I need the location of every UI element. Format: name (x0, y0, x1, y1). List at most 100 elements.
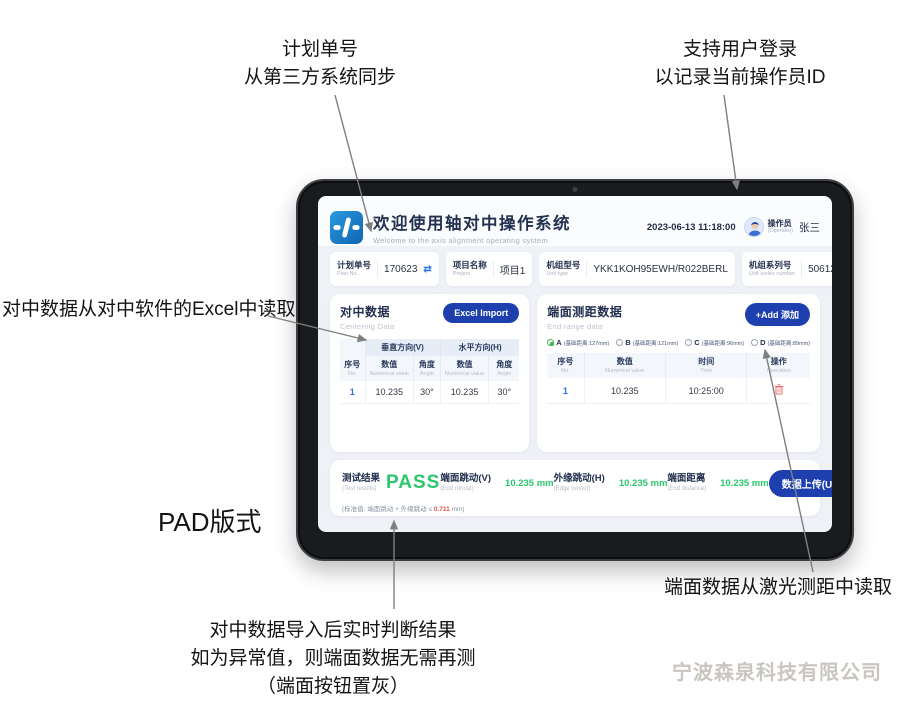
annotation-line: 从第三方系统同步 (243, 67, 396, 88)
project-value: 项目1 (499, 265, 526, 277)
field-label: 机组系列号 (748, 260, 792, 270)
camera-icon (572, 187, 578, 192)
panel-title: 对中数据 (340, 305, 391, 319)
add-button[interactable]: +Add 添加 (744, 303, 810, 326)
col-header: 操作 (770, 357, 787, 366)
annotation-excel-read: 对中数据从对中软件的Excel中读取 (2, 296, 322, 324)
note-suffix: mm) (449, 506, 465, 513)
end-range-panel: 端面测距数据 End range data +Add 添加 A (基础距离:12… (537, 294, 820, 452)
annotation-line: 以记录当前操作员ID (654, 67, 826, 88)
table-row: 1 10.235 10:25:00 (547, 378, 810, 404)
cell-value-h: 10.235 (439, 381, 489, 404)
col-header: 数值 (381, 360, 398, 369)
panel-subtitle: End range data (547, 322, 603, 331)
end-runout-label-en: (End runout) (440, 485, 474, 492)
col-header-en: Numerical value (605, 368, 645, 374)
cell-value: 10.235 (583, 378, 666, 404)
col-header: 数值 (616, 357, 633, 366)
edge-runout-label: 外缘跳动(H) (553, 473, 605, 485)
annotation-line: 计划单号 (281, 39, 358, 60)
col-header-en: Numerical value (369, 371, 409, 377)
unit-type-value: YKK1KOH95EWH/R022BERL (593, 263, 728, 275)
cell-no: 1 (547, 378, 585, 404)
col-header-en: Angle (419, 371, 434, 377)
app-logo-icon (330, 210, 363, 244)
radio-icon (685, 339, 693, 346)
upload-button[interactable]: 数据上传(Upload) (768, 469, 832, 497)
annotation-line: 对中数据从对中软件的Excel中读取 (2, 299, 296, 320)
field-label-en: Unit type (546, 270, 569, 277)
pad-format-label: PAD版式 (158, 507, 262, 537)
edge-runout-value: 10.235 mm (618, 477, 668, 489)
end-runout-value: 10.235 mm (505, 477, 554, 489)
result-label: 测试结果 (342, 473, 381, 485)
radio-c[interactable]: C (基础距离:96mm) (685, 338, 744, 347)
field-label: 计划单号 (337, 260, 372, 270)
summary-bar: 测试结果 (Test results) PASS 端面跳动(V) (End ru… (330, 460, 832, 516)
radio-letter: D (760, 338, 766, 347)
annotation-line: 支持用户登录 (682, 39, 797, 60)
user-area[interactable]: 操作员 (Operator) 张三 (743, 217, 820, 237)
end-runout-label: 端面跳动(V) (440, 473, 492, 485)
radio-icon (616, 339, 624, 346)
tablet-screen: 欢迎使用轴对中操作系统 Welcome to the axis alignmen… (318, 196, 832, 532)
radio-selected-icon (547, 339, 555, 346)
radio-a[interactable]: A (基础距离:127mm) (547, 338, 609, 347)
group-header-vertical: 垂直方向(V) (365, 339, 441, 356)
note-threshold: 0.711 (433, 506, 450, 513)
annotation-line: 对中数据导入后实时判断结果 (209, 620, 457, 641)
radio-icon (751, 339, 759, 346)
datetime: 2023-06-13 11:18:00 (646, 221, 736, 233)
app-title: 欢迎使用轴对中操作系统 (373, 214, 571, 233)
company-watermark: 宁波森泉科技有限公司 (672, 662, 882, 684)
avatar[interactable] (743, 217, 764, 237)
excel-import-button[interactable]: Excel Import (443, 303, 520, 323)
col-header: 序号 (557, 357, 574, 366)
col-header-en: Angle (497, 371, 512, 377)
base-distance-radios: A (基础距离:127mm) B (基础距离:121mm) C (基础距离:96… (547, 338, 810, 347)
annotation-line: 如为异常值，则端面数据无需再测 (190, 648, 476, 669)
col-header: 角度 (418, 360, 435, 369)
radio-detail: (基础距离:89mm) (767, 340, 810, 347)
unit-serial-value: 50612F32804193 (808, 263, 832, 275)
note-prefix: (标准值: 端面跳动 + 外缘跳动 ≤ (342, 506, 434, 513)
annotation-result-logic: 对中数据导入后实时判断结果 如为异常值，则端面数据无需再测 （端面按钮置灰） (183, 617, 483, 701)
delete-icon[interactable] (774, 384, 784, 397)
radio-detail: (基础距离:121mm) (632, 340, 679, 347)
radio-d[interactable]: D (基础距离:89mm) (751, 338, 810, 347)
end-distance-value: 10.235 mm (720, 477, 769, 489)
col-header: 数值 (456, 360, 473, 369)
field-label-en: Unit series number (748, 270, 796, 277)
cell-angle-v: 30° (412, 381, 441, 404)
operator-name: 张三 (799, 221, 820, 234)
radio-b[interactable]: B (基础距离:121mm) (616, 338, 678, 347)
col-header-en: No. (348, 371, 357, 377)
sync-icon[interactable]: ⇄ (423, 263, 432, 275)
panel-title: 端面测距数据 (547, 305, 623, 319)
operator-label: 操作员 (767, 218, 792, 228)
col-header-en: Numerical value (444, 371, 485, 377)
annotation-line: （端面按钮置灰） (256, 676, 409, 697)
cell-value-v: 10.235 (364, 381, 414, 404)
panel-subtitle: Centering Data (340, 322, 395, 331)
tablet-device: 欢迎使用轴对中操作系统 Welcome to the axis alignmen… (296, 179, 854, 561)
end-distance-label-en: (End distance) (667, 485, 707, 492)
arrow-user (723, 94, 741, 191)
app-header: 欢迎使用轴对中操作系统 Welcome to the axis alignmen… (330, 206, 820, 248)
annotation-laser-read: 端面数据从激光测距中读取 (648, 574, 908, 602)
col-header-en: No. (561, 368, 570, 374)
field-label: 项目名称 (452, 260, 487, 270)
col-header: 角度 (496, 360, 513, 369)
result-value: PASS (386, 472, 441, 493)
field-label-en: Project (452, 270, 470, 277)
col-header: 时间 (698, 357, 715, 366)
edge-runout-label-en: (Edge runout) (553, 485, 591, 492)
annotation-plan-sync: 计划单号 从第三方系统同步 (195, 36, 445, 92)
result-label-en: (Test results) (342, 485, 377, 492)
field-label-en: Plan No.. (337, 270, 360, 277)
